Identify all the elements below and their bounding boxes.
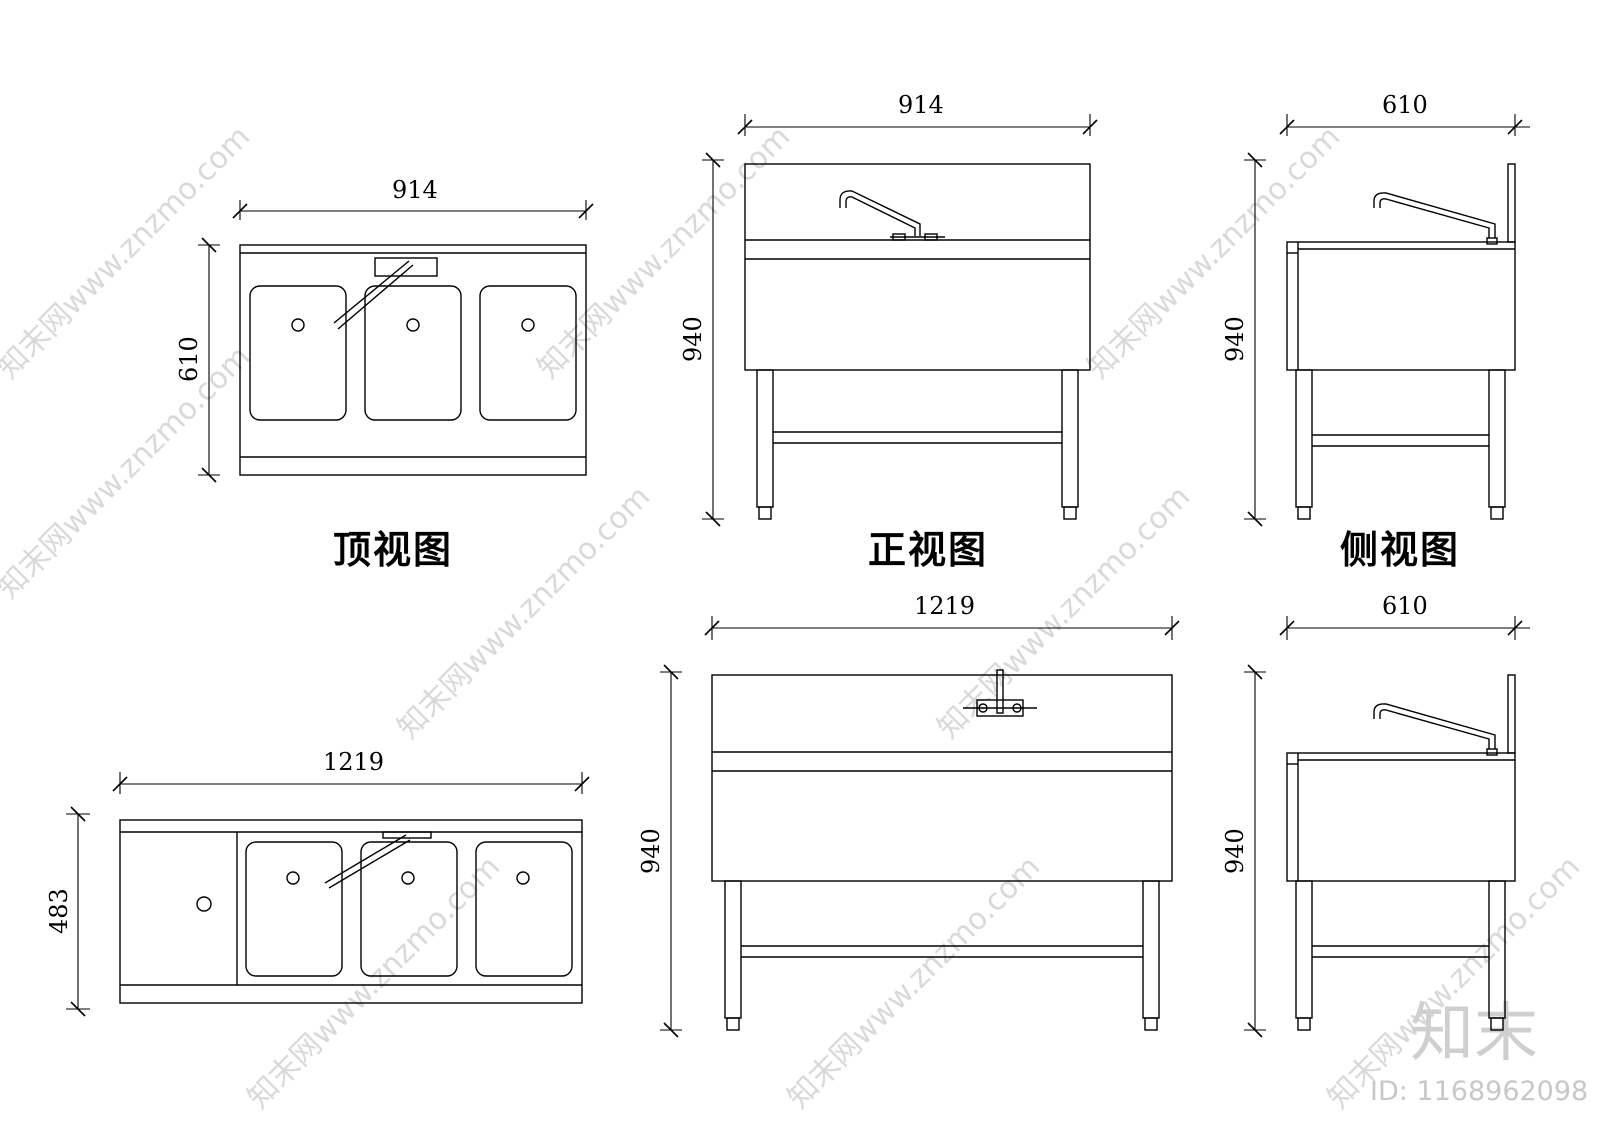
dimension-depth: 483	[45, 888, 73, 934]
backsplash	[1507, 163, 1516, 243]
drain-hole	[286, 871, 300, 885]
sink-basin	[249, 285, 347, 421]
watermark-text: 知末网www.znzmo.com	[0, 339, 257, 605]
side-view-small: 610 940	[1221, 91, 1530, 527]
dimension-height: 940	[1221, 828, 1249, 874]
faucet-spout	[337, 264, 414, 330]
dimension-width: 914	[392, 176, 438, 204]
id-watermark: ID: 1168962098	[1370, 1076, 1588, 1107]
faucet-spout	[1373, 192, 1496, 238]
watermark-text: 知末网www.znzmo.com	[1081, 119, 1347, 385]
sink-basin	[475, 841, 573, 977]
sink-basin	[360, 841, 458, 977]
sink-basin	[364, 285, 462, 421]
title-top-view: 顶视图	[333, 528, 453, 572]
brand-watermark: 知末	[1410, 997, 1538, 1071]
watermark-text: 知末网www.znzmo.com	[0, 119, 257, 385]
front-view-large: 1219 940	[637, 592, 1180, 1038]
watermark-text: 知末网www.znzmo.com	[241, 849, 507, 1115]
drain-hole	[516, 871, 530, 885]
drain-hole	[521, 318, 535, 332]
faucet-base	[382, 831, 432, 839]
dimension-height: 940	[637, 828, 665, 874]
leg	[756, 369, 774, 508]
title-side-view: 侧视图	[1340, 528, 1460, 572]
front-view-small: 914 940	[679, 91, 1098, 527]
leg	[1295, 880, 1313, 1019]
top-view-large: 1219 483	[45, 748, 590, 1017]
faucet-spout	[328, 839, 411, 889]
leg	[1295, 369, 1313, 508]
drain-hole	[291, 318, 305, 332]
drain-hole	[406, 318, 420, 332]
leg	[1061, 369, 1079, 508]
faucet-spout	[1373, 703, 1496, 749]
backsplash	[1507, 674, 1516, 754]
leg	[724, 880, 742, 1019]
dimension-width: 914	[898, 91, 944, 119]
dimension-width: 1219	[914, 592, 975, 620]
sink-basin	[479, 285, 577, 421]
title-front-view: 正视图	[868, 528, 988, 572]
watermark-text: 知末网www.znzmo.com	[781, 849, 1047, 1115]
leg	[1488, 369, 1506, 508]
dimension-height: 940	[1221, 316, 1249, 362]
faucet-spout	[839, 190, 921, 236]
dimension-height: 940	[679, 316, 707, 362]
dimension-depth: 610	[175, 336, 203, 382]
sink-basin	[245, 841, 343, 977]
drain-hole	[196, 896, 212, 912]
watermark-layer: 知末网www.znzmo.com 知末网www.znzmo.com 知末网www…	[0, 119, 1588, 1115]
dimension-width: 1219	[323, 748, 384, 776]
drain-hole	[401, 871, 415, 885]
leg	[1142, 880, 1160, 1019]
dimension-depth: 610	[1382, 91, 1428, 119]
side-view-large: 610 940	[1221, 592, 1530, 1038]
faucet-base	[374, 257, 438, 277]
watermark-text: 知末网www.znzmo.com	[391, 479, 657, 745]
top-view-small: 914 610	[175, 176, 594, 483]
faucet-spout	[996, 669, 1004, 714]
dimension-depth: 610	[1382, 592, 1428, 620]
